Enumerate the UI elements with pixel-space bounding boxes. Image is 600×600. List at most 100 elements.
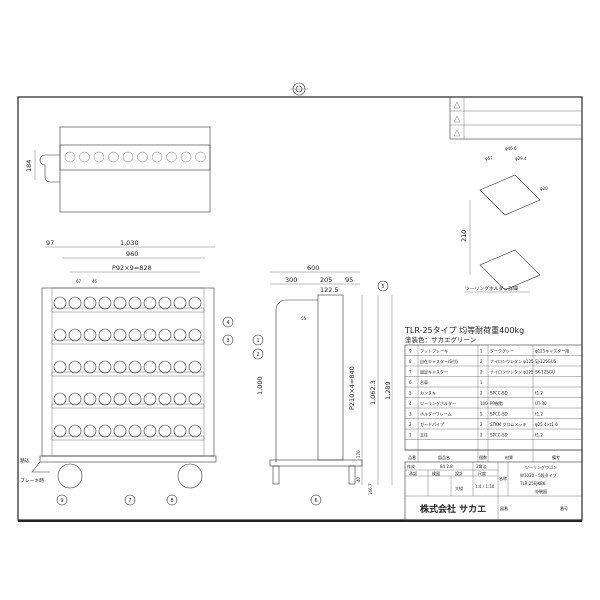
callout-number: 7 [129,498,132,504]
callout-number: 5 [382,284,385,290]
holder-icon [128,424,142,438]
paint-color: 塗装色：サカエグリーン [405,335,476,344]
part-material: SPCC-SD [490,391,508,396]
holder-icon [151,151,163,163]
scale-label: 尺度 [478,470,486,476]
dim-p210: P210×4=840 [348,366,356,410]
callout-7: 7 [124,494,136,506]
holder-icon [98,328,112,342]
part-qty: 5 [480,412,483,417]
part-note: SJ-125GUS [535,359,557,364]
holder-icon [113,424,127,438]
dim-overall-width: 1,030 [120,239,139,247]
name-label: 名称 [499,475,507,481]
holder-icon [83,296,97,310]
holder-icon [83,360,97,374]
part-no: 4 [409,401,412,406]
holder-icon [113,392,127,406]
holder-icon [53,360,67,374]
dim-1000: 1,000 [256,376,264,395]
holder-icon [68,424,82,438]
header-name: 部品名 [438,454,450,460]
part-qty: 1 [480,349,483,354]
holder-icon [79,151,90,163]
holder-icon [158,424,172,438]
callout-5: 5 [377,280,389,292]
part-name: ホルダーフレーム [420,411,452,417]
title-block: 作成 84.2.8 3角法 承認 検図 設計 尺度 1:4 / 1:10 大組 … [404,461,583,521]
holder-icon [53,424,67,438]
dim-d29-4: φ29.4 [515,156,527,161]
holder-icon [83,424,97,438]
holder-icon [143,392,157,406]
part-material: STKM クロムメッキ [490,421,526,427]
holder-detail: 210 φ46.6 φ57 φ29.4 φ20 ツーリングホルダー詳細 [460,146,548,293]
part-note: t1.2 [535,391,543,396]
part-note: t1.2 [535,433,543,438]
dim-122-5: 122.5 [320,286,339,294]
holder-icon [98,392,112,406]
holder-frame [51,307,205,313]
callout-6: 6 [310,494,322,506]
dim-d46-6: φ46.6 [505,146,517,151]
holder-icon [68,328,82,342]
part-no: 3 [409,412,412,417]
dim-55: 55 [301,316,307,321]
holder-icon [173,392,187,406]
callout-number: 9 [61,498,64,504]
holder-icon [143,328,157,342]
part-note: SK-125GU [535,370,555,375]
projection: 3角法 [476,463,487,469]
part-note: UT-30 [535,401,547,406]
dim-170: 170 [356,450,361,458]
part-no: 1 [409,433,412,438]
part-material: ナイロンウレタン φ125 [490,358,534,364]
part-name: ガードパイプ [420,421,444,427]
holder-icon [64,151,76,163]
product-name: ツーリングワゴン [525,464,557,470]
callout-number: 1 [257,338,260,344]
part-no: 2 [409,422,412,427]
dim-95: 95 [345,276,353,284]
dim-d57: φ57 [485,156,493,161]
part-material: ナイロンウレタン φ125 [490,369,534,375]
top-view: 184 [25,126,211,213]
dim-1289: 1,289 [384,381,392,400]
part-note: φ25.4×t1.6 [535,422,558,427]
model-title: TLR-25タイプ 均等耐荷重400kg [404,325,524,335]
dim-inner-width: 960 [126,250,138,258]
part-name: 自在キャスター(S付) [420,358,458,364]
date: 84.2.8 [440,464,453,469]
holder-icon [188,392,202,406]
holder-icon [98,424,112,438]
header-qty: 個数 [479,454,487,460]
part-note: φ125キャスター用 [535,348,569,354]
product-spec: W1030・5段タイプ [520,472,557,478]
designed-label: 設計 [455,470,463,476]
callout-3: 3 [222,334,234,346]
part-no: 6 [409,380,412,385]
part-qty: 2 [480,422,483,427]
dim-offset: 97 [46,239,54,247]
holder-icon [122,151,134,163]
holder-icon [158,392,172,406]
part-qty: 2 [480,391,483,396]
holder-frame [51,435,205,441]
part-no: 8 [409,359,412,364]
part-material: ダークグレー [490,348,514,354]
checked-label: 検図 [432,470,440,476]
holder-icon [143,424,157,438]
part-qty: 1 [480,380,483,385]
callout-2: 2 [252,348,264,360]
callout-number: 2 [257,352,260,358]
header-material: 材質 [505,454,513,460]
holder-icon [113,328,127,342]
holder-icon [188,296,202,310]
part-qty: 2 [480,359,483,364]
callout-1: 1 [252,334,264,346]
part-material: PP樹脂 [490,400,503,406]
part-material: SPCC-SD [490,433,508,438]
detail-label: ツーリングホルダー詳細 [465,285,518,292]
caster-wheel [177,463,203,489]
